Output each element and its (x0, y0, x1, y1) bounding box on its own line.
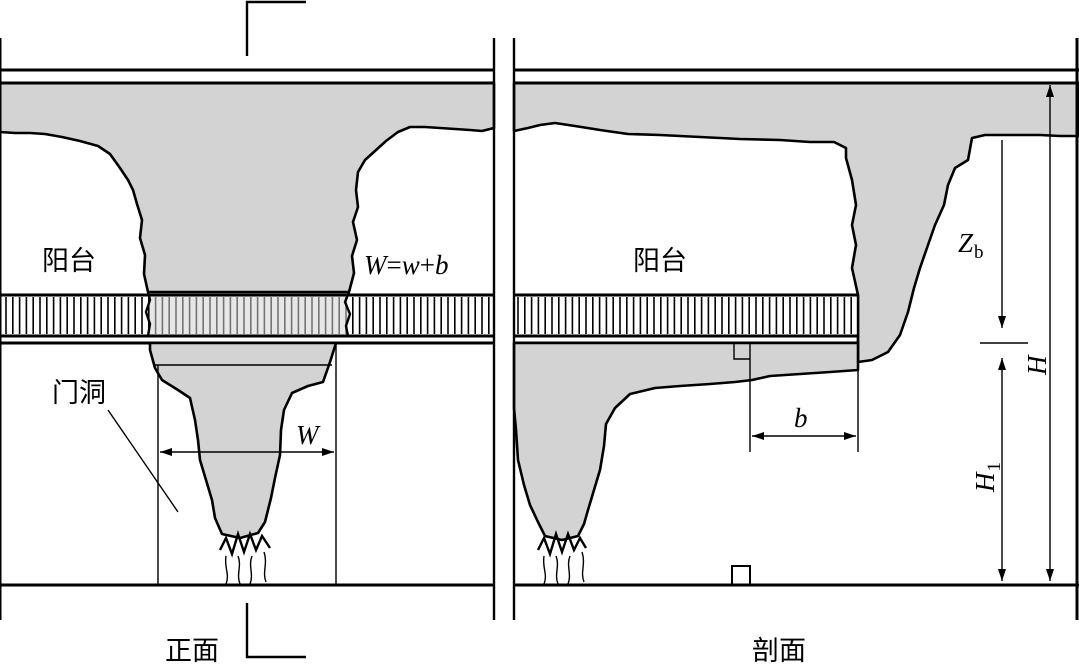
section-flame-icon (536, 530, 588, 558)
structure-lines (0, 38, 1079, 620)
front-view-caption: 正面 (165, 636, 219, 665)
dim-b-label: b (794, 403, 808, 433)
door-opening-label: 门洞 (52, 378, 106, 409)
front-flame-icon (218, 530, 271, 558)
section-view-caption: 剖面 (752, 636, 806, 665)
right-angle-mark-top (733, 343, 750, 360)
front-plume-edge-right (343, 291, 352, 337)
zb-label: Zb (958, 228, 984, 263)
balcony-right-label: 阳台 (633, 246, 687, 277)
h-label: H (1022, 354, 1052, 376)
section-balcony-hatching (517, 297, 853, 334)
door-leader-line (107, 409, 179, 513)
right-angle-mark-bottom (731, 565, 751, 586)
front-plume-edge-left (144, 291, 152, 337)
front-plume-through-slab (150, 295, 348, 336)
section-balcony-slab (514, 295, 858, 336)
section-cut-mark-bottom (245, 603, 306, 659)
front-ceiling-smoke (0, 81, 496, 294)
dim-W-label: W (296, 420, 321, 450)
front-view: W 门洞 阳台 W=w+b (0, 0, 496, 659)
width-formula: W=w+b (364, 250, 448, 280)
h1-label: H1 (970, 462, 1005, 493)
section-cut-mark-top (245, 0, 306, 56)
section-door-plume (512, 341, 860, 542)
section-view: b Zb H H1 阳台 (512, 81, 1079, 586)
balcony-left-label: 阳台 (42, 246, 96, 277)
